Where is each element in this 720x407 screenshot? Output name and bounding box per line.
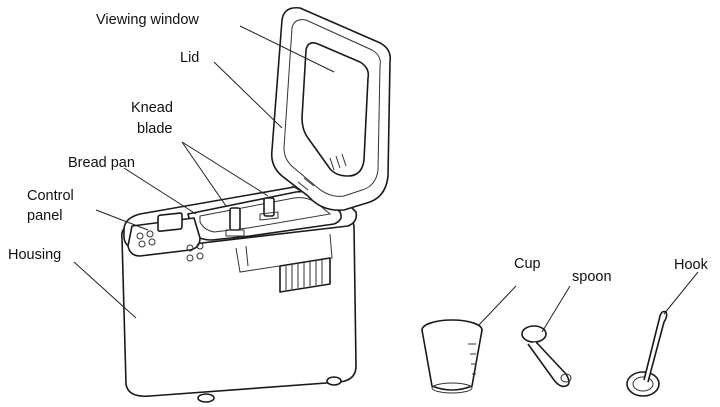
leader-control-panel	[95, 209, 149, 231]
leader-hook	[663, 271, 699, 315]
control-button	[186, 254, 194, 262]
control-panel-display	[157, 212, 183, 232]
control-panel	[127, 212, 204, 262]
label-viewing-window: Viewing window	[96, 12, 199, 28]
control-button	[136, 232, 144, 240]
leader-knead-blade-right	[181, 141, 269, 197]
control-button	[196, 242, 204, 250]
measuring-cup	[421, 319, 483, 394]
leader-bread-pan	[123, 167, 197, 215]
housing-foot-left	[197, 393, 215, 403]
leader-housing	[73, 261, 137, 319]
control-button	[138, 240, 146, 248]
control-button	[148, 238, 156, 246]
label-lid: Lid	[180, 50, 199, 66]
leader-cup	[477, 285, 517, 327]
control-button	[146, 230, 154, 238]
bread-maker	[120, 6, 392, 403]
leader-knead-blade-left	[181, 141, 227, 207]
leader-viewing-window	[239, 25, 335, 73]
side-vent	[279, 257, 331, 293]
label-knead-blade-2: blade	[137, 121, 172, 137]
leader-lid	[213, 61, 283, 129]
label-hook: Hook	[674, 257, 709, 273]
control-button	[196, 252, 204, 260]
label-control-panel-2: panel	[27, 208, 62, 224]
control-button	[186, 244, 194, 252]
label-cup: Cup	[514, 256, 541, 272]
bread-pan-inner	[199, 197, 332, 233]
knead-blade-right	[259, 197, 279, 221]
measuring-spoon	[521, 325, 572, 388]
leader-lines	[73, 25, 699, 333]
leader-spoon	[541, 285, 571, 333]
label-bread-pan: Bread pan	[68, 155, 135, 171]
lid	[270, 6, 392, 212]
label-knead-blade-1: Knead	[131, 100, 173, 116]
label-control-panel-1: Control	[27, 188, 74, 204]
label-spoon: spoon	[572, 269, 612, 285]
knead-blade-left	[225, 207, 245, 237]
kneading-hook	[626, 310, 668, 397]
labels: Viewing window Lid Knead blade Bread pan…	[8, 12, 709, 285]
label-housing: Housing	[8, 247, 61, 263]
viewing-window	[301, 42, 370, 177]
housing-foot-right	[326, 376, 342, 386]
